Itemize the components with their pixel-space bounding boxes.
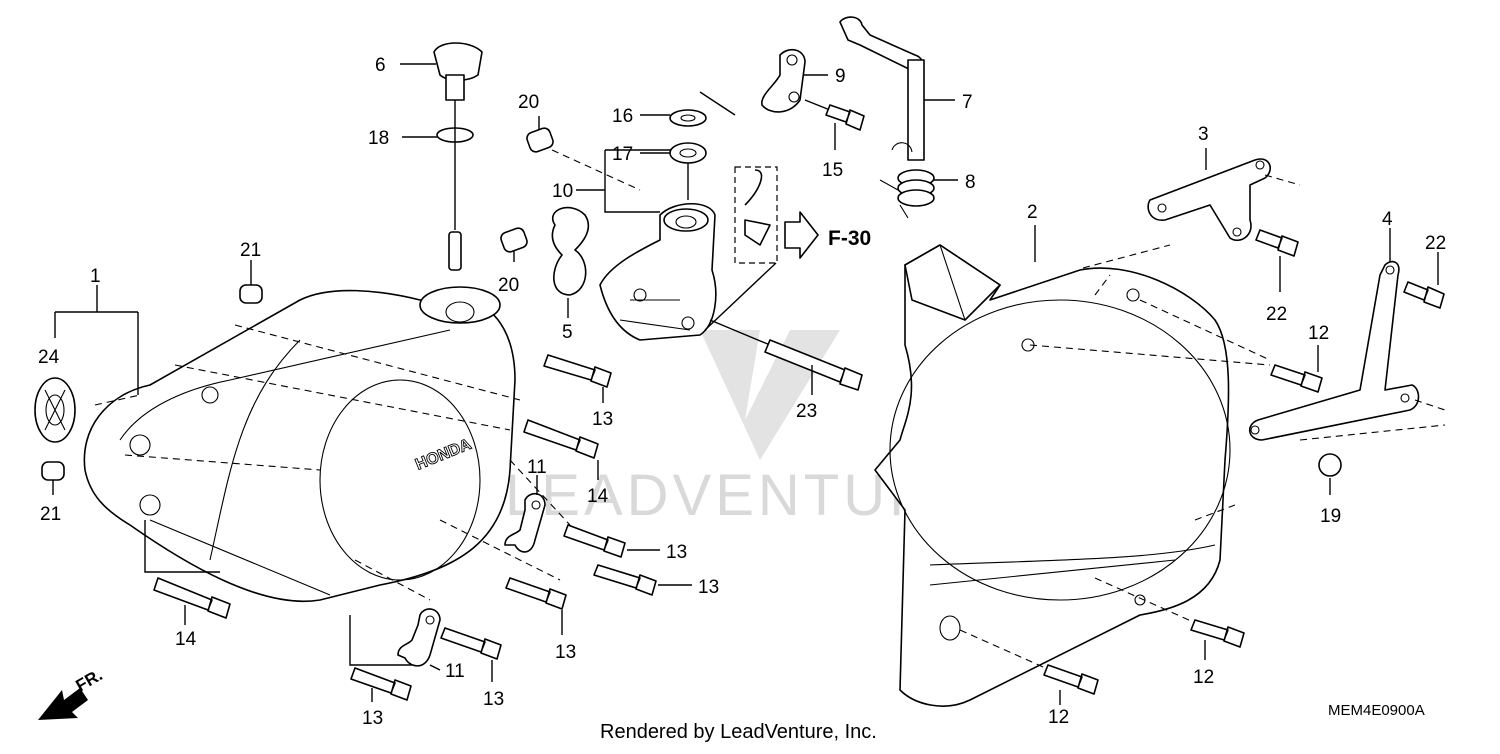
- callout-14: 14: [587, 486, 609, 507]
- bearing: [34, 377, 76, 443]
- left-cover-dashes: [94, 324, 521, 601]
- oil-filler-cap: [400, 42, 483, 271]
- callout-13: 13: [666, 542, 687, 563]
- callout-20: 20: [518, 92, 539, 113]
- callout-11: 11: [445, 661, 465, 682]
- callout-13: 13: [592, 409, 613, 430]
- shift-shaft: [839, 16, 958, 219]
- left-crankcase-cover: HONDA: [83, 286, 516, 603]
- callout-16: 16: [612, 106, 633, 127]
- callout-1: 1: [90, 266, 101, 287]
- reference-f30: F-30: [828, 227, 871, 250]
- callout-17: 17: [612, 144, 633, 165]
- callout-6: 6: [375, 55, 386, 76]
- diagram-code: MEM4E0900A: [1328, 702, 1425, 719]
- callout-13: 13: [483, 689, 504, 710]
- arm-plate: [761, 48, 865, 150]
- callout-21: 21: [240, 240, 261, 261]
- callout-5: 5: [562, 322, 573, 343]
- footer-credit: Rendered by LeadVenture, Inc.: [600, 721, 877, 743]
- callout-3: 3: [1198, 124, 1209, 145]
- bolts-12: [1043, 345, 1323, 705]
- callout-2: 2: [1027, 202, 1038, 223]
- callout-13: 13: [698, 577, 719, 598]
- callout-15: 15: [822, 160, 843, 181]
- callout-20: 20: [498, 275, 519, 296]
- callout-labels: 1 24 21 21 6 18 20 20 5 10 16 17 9 15 7 …: [38, 55, 1446, 729]
- callout-7: 7: [962, 92, 973, 113]
- callout-22: 22: [1266, 304, 1287, 325]
- bolt-23: [709, 319, 863, 395]
- stay-4: [1249, 228, 1446, 495]
- gasket: [551, 206, 590, 318]
- callout-12: 12: [1308, 323, 1329, 344]
- bolts-left: [144, 354, 692, 702]
- callout-10: 10: [552, 181, 573, 202]
- callout-8: 8: [965, 172, 976, 193]
- callout-4: 4: [1382, 209, 1393, 230]
- lifter-housing: [576, 149, 717, 341]
- callout-21: 21: [40, 504, 61, 525]
- callout-23: 23: [796, 401, 817, 422]
- callout-18: 18: [368, 128, 389, 149]
- clamps-11: [397, 475, 546, 671]
- callout-12: 12: [1048, 707, 1069, 728]
- callout-24: 24: [38, 347, 60, 368]
- callout-13: 13: [362, 708, 383, 729]
- callout-11: 11: [527, 457, 547, 478]
- right-cover: [874, 225, 1231, 707]
- bracket-3: [1147, 148, 1301, 292]
- callout-12: 12: [1193, 667, 1214, 688]
- callout-14: 14: [175, 629, 197, 650]
- callout-22: 22: [1425, 233, 1446, 254]
- front-direction-arrow: FR.: [38, 665, 106, 720]
- callout-19: 19: [1320, 506, 1341, 527]
- callout-13: 13: [555, 642, 576, 663]
- callout-9: 9: [835, 66, 846, 87]
